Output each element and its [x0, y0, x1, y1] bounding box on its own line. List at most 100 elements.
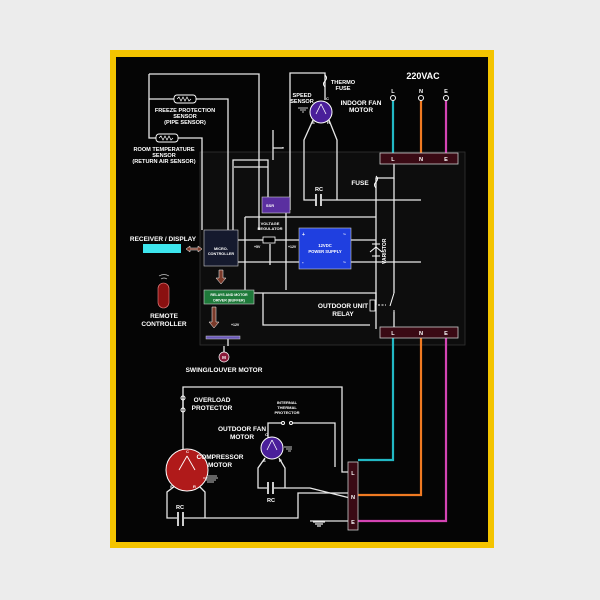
- receiver-display: RECEIVER / DISPLAY: [130, 236, 203, 253]
- svg-text:VOLTAGE: VOLTAGE: [261, 221, 280, 226]
- svg-text:M: M: [222, 355, 226, 360]
- svg-text:POWER SUPPLY: POWER SUPPLY: [308, 249, 342, 254]
- svg-text:PROTECTOR: PROTECTOR: [274, 410, 299, 415]
- svg-text:R: R: [327, 120, 330, 125]
- svg-text:FUSE: FUSE: [336, 86, 351, 92]
- outdoor-unit-relay: OUTDOOR UNIT RELAY: [318, 292, 395, 318]
- svg-text:INTERNAL: INTERNAL: [277, 400, 298, 405]
- svg-text:(RETURN AIR SENSOR): (RETURN AIR SENSOR): [132, 159, 195, 165]
- svg-text:RC: RC: [176, 505, 184, 511]
- indoor-fan-motor: C S R INDOOR FAN MOTOR: [309, 96, 382, 125]
- swing-louver-motor: +12V M SWING/LOUVER MOTOR: [186, 323, 263, 374]
- svg-text:SWING/LOUVER MOTOR: SWING/LOUVER MOTOR: [186, 367, 263, 374]
- svg-text:+12V: +12V: [288, 245, 297, 249]
- varistor: VARISTOR: [369, 238, 388, 264]
- room-temperature-sensor: ROOM TEMPERATURE SENSOR (RETURN AIR SENS…: [132, 133, 196, 165]
- svg-text:S: S: [263, 458, 266, 463]
- svg-text:CONTROLLER: CONTROLLER: [208, 252, 235, 256]
- ssr: SSR: [261, 196, 291, 214]
- svg-text:E: E: [444, 331, 448, 337]
- svg-text:+: +: [302, 232, 305, 238]
- supply-wires: [358, 101, 448, 523]
- svg-text:MOTOR: MOTOR: [349, 107, 373, 114]
- terminal-block-top: L N E: [379, 152, 459, 165]
- speed-sensor: SPEED SENSOR: [290, 93, 314, 113]
- svg-text:THERMO: THERMO: [331, 80, 356, 86]
- svg-text:OUTDOOR UNIT: OUTDOOR UNIT: [318, 303, 368, 310]
- svg-text:S: S: [170, 484, 173, 489]
- svg-text:SENSOR: SENSOR: [290, 99, 314, 105]
- indoor-fan-circle: [309, 100, 333, 124]
- thermo-fuse: THERMO FUSE: [323, 74, 356, 92]
- svg-text:SENSOR: SENSOR: [152, 153, 176, 159]
- svg-text:C: C: [186, 449, 189, 454]
- svg-text:CONTROLLER: CONTROLLER: [141, 321, 186, 328]
- svg-text:SENSOR: SENSOR: [173, 114, 197, 120]
- svg-text:R: R: [193, 484, 196, 489]
- freeze-protection-sensor: FREEZE PROTECTION SENSOR (PIPE SENSOR): [155, 94, 215, 126]
- svg-text:R: R: [279, 458, 282, 463]
- svg-text:N: N: [419, 331, 423, 337]
- fuse: FUSE: [351, 175, 378, 189]
- svg-text:-: -: [302, 260, 304, 266]
- supply-terminals: L N E: [390, 89, 449, 101]
- svg-text:L: L: [391, 89, 395, 95]
- power-supply-12vdc: 12VDC POWER SUPPLY + - ~ ~: [298, 227, 352, 270]
- svg-text:INDOOR FAN: INDOOR FAN: [341, 100, 382, 107]
- svg-text:S: S: [312, 120, 315, 125]
- terminal-block-bottom: L N E: [379, 326, 459, 339]
- svg-text:THERMAL: THERMAL: [277, 405, 297, 410]
- svg-text:RC: RC: [267, 498, 275, 504]
- internal-thermal-protector: INTERNAL THERMAL PROTECTOR: [274, 400, 300, 425]
- indoor-run-capacitor: RC: [315, 187, 323, 206]
- svg-text:ROOM TEMPERATURE: ROOM TEMPERATURE: [133, 147, 194, 153]
- indoor-wiring: [148, 72, 421, 352]
- svg-text:RELAY: RELAY: [332, 311, 354, 318]
- outdoor-fan-run-capacitor: RC: [267, 482, 275, 504]
- relay-motor-driver: RELAYS AND MOTOR DRIVER (BUFFER): [203, 289, 255, 305]
- signal-icon: [158, 274, 170, 280]
- outdoor-fan-motor: C S R OUTDOOR FAN MOTOR: [218, 426, 292, 463]
- svg-text:REMOTE: REMOTE: [150, 313, 178, 320]
- svg-text:RECEIVER / DISPLAY: RECEIVER / DISPLAY: [130, 236, 197, 243]
- svg-text:E: E: [444, 157, 448, 163]
- svg-text:PROTECTOR: PROTECTOR: [192, 405, 233, 412]
- remote-controller: REMOTE CONTROLLER: [141, 274, 187, 328]
- svg-text:(PIPE SENSOR): (PIPE SENSOR): [164, 120, 206, 126]
- arrow-down-icon: [208, 269, 227, 329]
- svg-text:VARISTOR: VARISTOR: [382, 238, 388, 264]
- svg-text:OUTDOOR FAN: OUTDOOR FAN: [218, 426, 266, 433]
- bidirectional-arrow-icon: [185, 245, 203, 253]
- svg-text:MOTOR: MOTOR: [208, 462, 232, 469]
- svg-text:MOTOR: MOTOR: [230, 434, 254, 441]
- svg-text:+5V: +5V: [254, 245, 261, 249]
- svg-text:MICRO-: MICRO-: [214, 247, 229, 251]
- svg-text:+12V: +12V: [231, 323, 240, 327]
- compressor-motor: C S R COMPRESSOR MOTOR: [165, 448, 244, 492]
- svg-text:FREEZE PROTECTION: FREEZE PROTECTION: [155, 108, 215, 114]
- svg-text:~: ~: [343, 232, 346, 238]
- svg-text:N: N: [419, 157, 423, 163]
- outdoor-wiring: [166, 386, 351, 527]
- svg-text:RELAYS AND MOTOR: RELAYS AND MOTOR: [210, 293, 248, 297]
- svg-text:REGULATOR: REGULATOR: [258, 226, 283, 231]
- supply-title: 220VAC: [406, 71, 440, 81]
- svg-text:FUSE: FUSE: [351, 180, 369, 187]
- svg-text:L: L: [391, 157, 395, 163]
- svg-text:C: C: [265, 432, 268, 437]
- svg-text:OVERLOAD: OVERLOAD: [194, 397, 231, 404]
- svg-text:SPEED: SPEED: [293, 93, 312, 99]
- svg-text:SSR: SSR: [266, 203, 274, 208]
- svg-text:C: C: [326, 96, 329, 101]
- svg-text:N: N: [419, 89, 423, 95]
- svg-text:12VDC: 12VDC: [318, 243, 332, 248]
- svg-text:E: E: [444, 89, 448, 95]
- voltage-regulator: VOLTAGE REGULATOR +5V +12V: [254, 221, 297, 249]
- svg-text:L: L: [391, 331, 395, 337]
- svg-text:~: ~: [343, 260, 346, 266]
- svg-text:L: L: [351, 471, 355, 477]
- svg-text:DRIVER (BUFFER): DRIVER (BUFFER): [213, 299, 245, 303]
- compressor-run-capacitor: RC: [176, 505, 184, 526]
- svg-text:N: N: [351, 495, 355, 501]
